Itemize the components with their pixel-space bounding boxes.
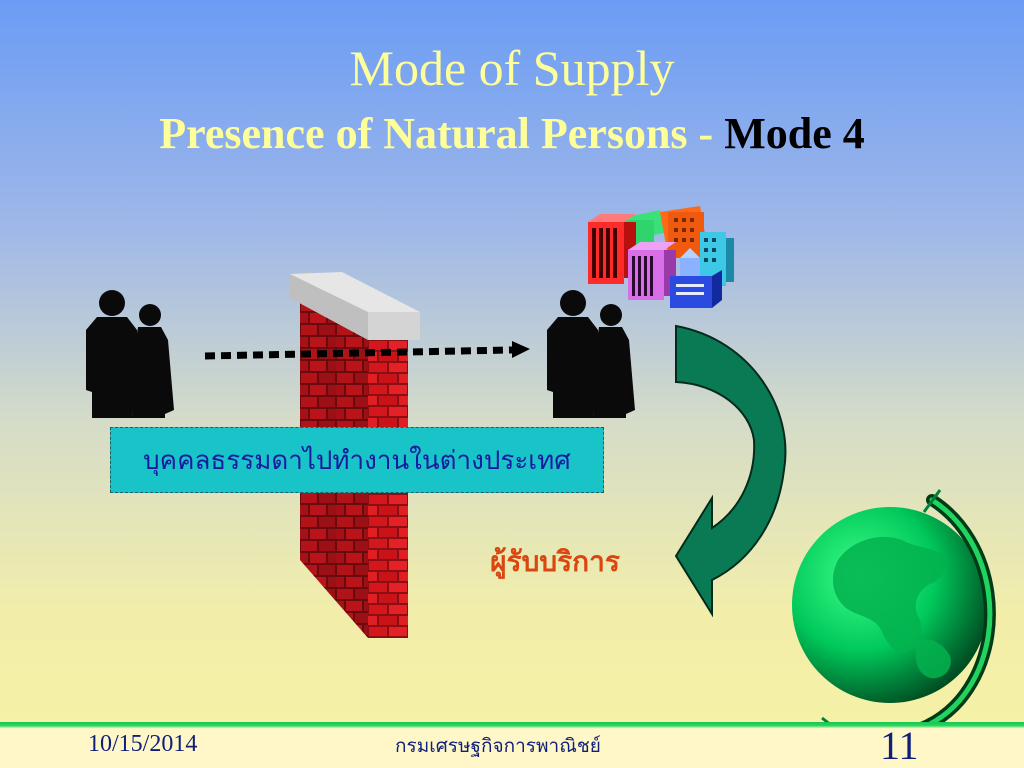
subtitle-part-presence: Presence of Natural Persons - [159, 109, 725, 158]
page-number: 11 [880, 723, 919, 768]
footer-organization: กรมเศรษฐกิจการพาณิชย์ [395, 735, 601, 757]
service-receiver-label: ผู้รับบริการ [490, 545, 620, 578]
people-right-icon [547, 290, 635, 418]
slide-title: Mode of Supply [349, 40, 675, 96]
footer-bar [0, 722, 1024, 768]
subtitle-part-mode: Mode 4 [724, 109, 865, 158]
curved-arrow-icon [674, 324, 787, 618]
slide-subtitle: Presence of Natural Persons - Mode 4 [0, 108, 1024, 160]
globe-icon [792, 489, 996, 743]
buildings-icon [588, 206, 734, 308]
thai-caption-box: บุคคลธรรมดาไปทำงานในต่างประเทศ [110, 427, 604, 493]
dotted-arrow-icon [204, 341, 530, 360]
footer-date: 10/15/2014 [88, 731, 198, 757]
thai-caption-text: บุคคลธรรมดาไปทำงานในต่างประเทศ [143, 445, 571, 476]
people-left-icon [86, 290, 174, 418]
